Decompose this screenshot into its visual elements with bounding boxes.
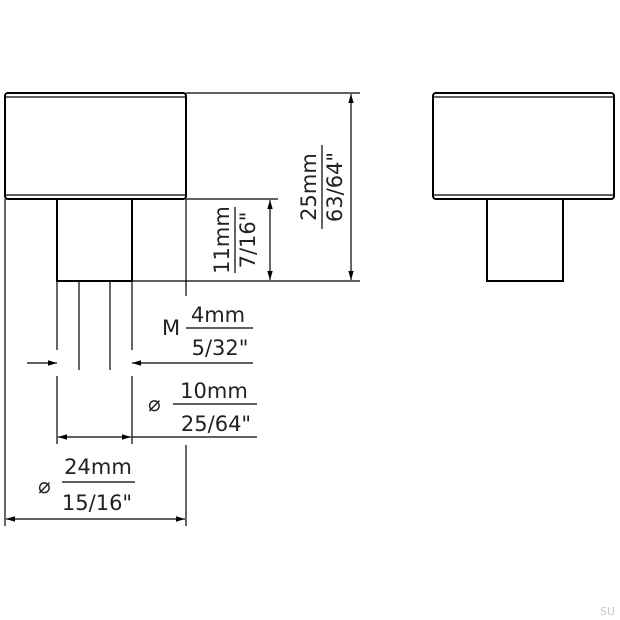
dimension-total-height: 25mm 63/64" [297,94,354,280]
dimension-metric: 4mm [191,303,245,327]
dimension-metric: 10mm [180,379,248,403]
dimension-stem-diameter: ⌀ 10mm 25/64" [58,379,257,440]
dimension-metric: 25mm [297,153,321,221]
diameter-symbol: ⌀ [38,474,51,498]
knob-head [432,92,615,200]
dimension-imperial: 25/64" [181,412,251,436]
knob-head [4,92,187,200]
front-view [432,92,615,282]
dimension-imperial: 15/16" [62,491,132,515]
dimension-stem-height: 11mm 7/16" [210,200,273,280]
dimension-thread: M 4mm 5/32" [27,303,253,366]
side-view [4,92,360,526]
knob-stem [56,198,133,282]
dimension-imperial: 7/16" [236,212,260,269]
dimension-imperial: 5/32" [192,336,249,360]
diameter-symbol: ⌀ [148,392,161,416]
dimension-metric: 11mm [210,206,234,274]
dimension-metric: 24mm [64,455,132,479]
dimension-head-diameter: ⌀ 24mm 15/16" [6,455,185,522]
thread-prefix: M [162,316,180,340]
dimension-imperial: 63/64" [323,152,347,222]
knob-stem [486,198,564,282]
watermark: SU [600,605,615,618]
